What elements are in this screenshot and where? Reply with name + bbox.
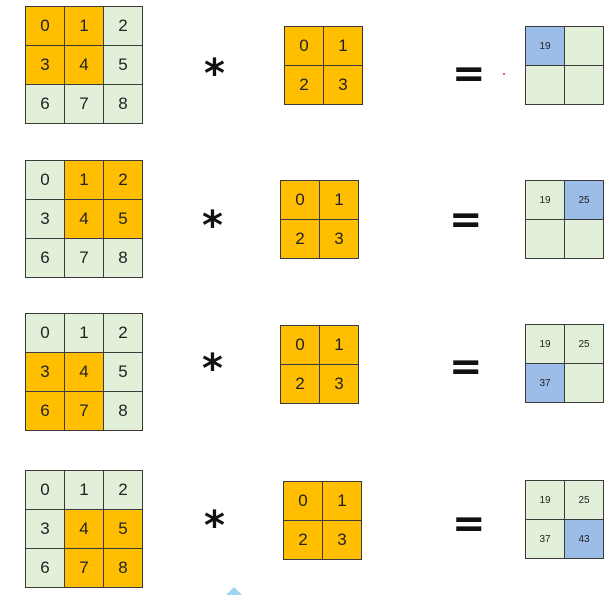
output-cell: 37 bbox=[526, 364, 564, 402]
input-cell: 5 bbox=[104, 200, 142, 238]
input-cell: 1 bbox=[65, 7, 103, 45]
output-cell: 37 bbox=[526, 520, 564, 558]
kernel-cell: 1 bbox=[320, 326, 358, 364]
input-cell: 1 bbox=[65, 314, 103, 352]
kernel-cell: 3 bbox=[320, 365, 358, 403]
equals-sign: = bbox=[452, 51, 486, 97]
input-cell: 7 bbox=[65, 239, 103, 277]
output-cell: 25 bbox=[565, 481, 603, 519]
input-cell: 0 bbox=[26, 471, 64, 509]
cursor-marker bbox=[226, 587, 242, 595]
equals-sign: = bbox=[452, 501, 486, 547]
kernel-cell: 2 bbox=[281, 365, 319, 403]
input-cell: 2 bbox=[104, 471, 142, 509]
input-cell: 6 bbox=[26, 549, 64, 587]
input-cell: 8 bbox=[104, 392, 142, 430]
input-cell: 7 bbox=[65, 392, 103, 430]
input-cell: 3 bbox=[26, 353, 64, 391]
input-cell: 1 bbox=[65, 161, 103, 199]
output-cell: 19 bbox=[526, 27, 564, 65]
input-cell: 8 bbox=[104, 239, 142, 277]
input-cell: 2 bbox=[104, 161, 142, 199]
convolution-operator: * bbox=[202, 346, 223, 392]
convolution-operator: * bbox=[204, 503, 225, 549]
kernel-cell: 2 bbox=[284, 521, 322, 559]
input-cell: 0 bbox=[26, 314, 64, 352]
input-cell: 8 bbox=[104, 549, 142, 587]
input-cell: 6 bbox=[26, 392, 64, 430]
kernel-cell: 2 bbox=[281, 220, 319, 258]
input-cell: 3 bbox=[26, 46, 64, 84]
output-cell: 19 bbox=[526, 325, 564, 363]
kernel-cell: 3 bbox=[323, 521, 361, 559]
output-cell bbox=[526, 220, 564, 258]
kernel-cell: 1 bbox=[324, 27, 362, 65]
output-cell: 25 bbox=[565, 325, 603, 363]
equals-sign: = bbox=[449, 344, 483, 390]
input-cell: 3 bbox=[26, 510, 64, 548]
kernel-cell: 1 bbox=[320, 181, 358, 219]
kernel-cell: 2 bbox=[285, 66, 323, 104]
input-cell: 1 bbox=[65, 471, 103, 509]
input-cell: 2 bbox=[104, 7, 142, 45]
stray-mark bbox=[503, 73, 505, 75]
output-cell: 43 bbox=[565, 520, 603, 558]
input-cell: 6 bbox=[26, 239, 64, 277]
kernel-cell: 0 bbox=[281, 181, 319, 219]
input-cell: 0 bbox=[26, 7, 64, 45]
kernel-cell: 1 bbox=[323, 482, 361, 520]
input-cell: 4 bbox=[65, 46, 103, 84]
input-cell: 6 bbox=[26, 85, 64, 123]
kernel-cell: 3 bbox=[324, 66, 362, 104]
output-cell bbox=[565, 364, 603, 402]
output-cell: 25 bbox=[565, 181, 603, 219]
input-cell: 2 bbox=[104, 314, 142, 352]
input-cell: 8 bbox=[104, 85, 142, 123]
input-cell: 5 bbox=[104, 353, 142, 391]
output-cell bbox=[565, 66, 603, 104]
output-cell: 19 bbox=[526, 481, 564, 519]
input-cell: 3 bbox=[26, 200, 64, 238]
equals-sign: = bbox=[449, 197, 483, 243]
kernel-cell: 0 bbox=[281, 326, 319, 364]
input-cell: 5 bbox=[104, 510, 142, 548]
input-cell: 7 bbox=[65, 85, 103, 123]
input-cell: 4 bbox=[65, 200, 103, 238]
convolution-operator: * bbox=[202, 203, 223, 249]
input-cell: 7 bbox=[65, 549, 103, 587]
input-cell: 5 bbox=[104, 46, 142, 84]
output-cell: 19 bbox=[526, 181, 564, 219]
output-matrix: 19 bbox=[525, 26, 604, 105]
output-cell bbox=[526, 66, 564, 104]
kernel-cell: 0 bbox=[284, 482, 322, 520]
convolution-operator: * bbox=[204, 51, 225, 97]
input-cell: 4 bbox=[65, 353, 103, 391]
output-cell bbox=[565, 220, 603, 258]
output-cell bbox=[565, 27, 603, 65]
kernel-cell: 0 bbox=[285, 27, 323, 65]
input-cell: 0 bbox=[26, 161, 64, 199]
kernel-cell: 3 bbox=[320, 220, 358, 258]
input-cell: 4 bbox=[65, 510, 103, 548]
